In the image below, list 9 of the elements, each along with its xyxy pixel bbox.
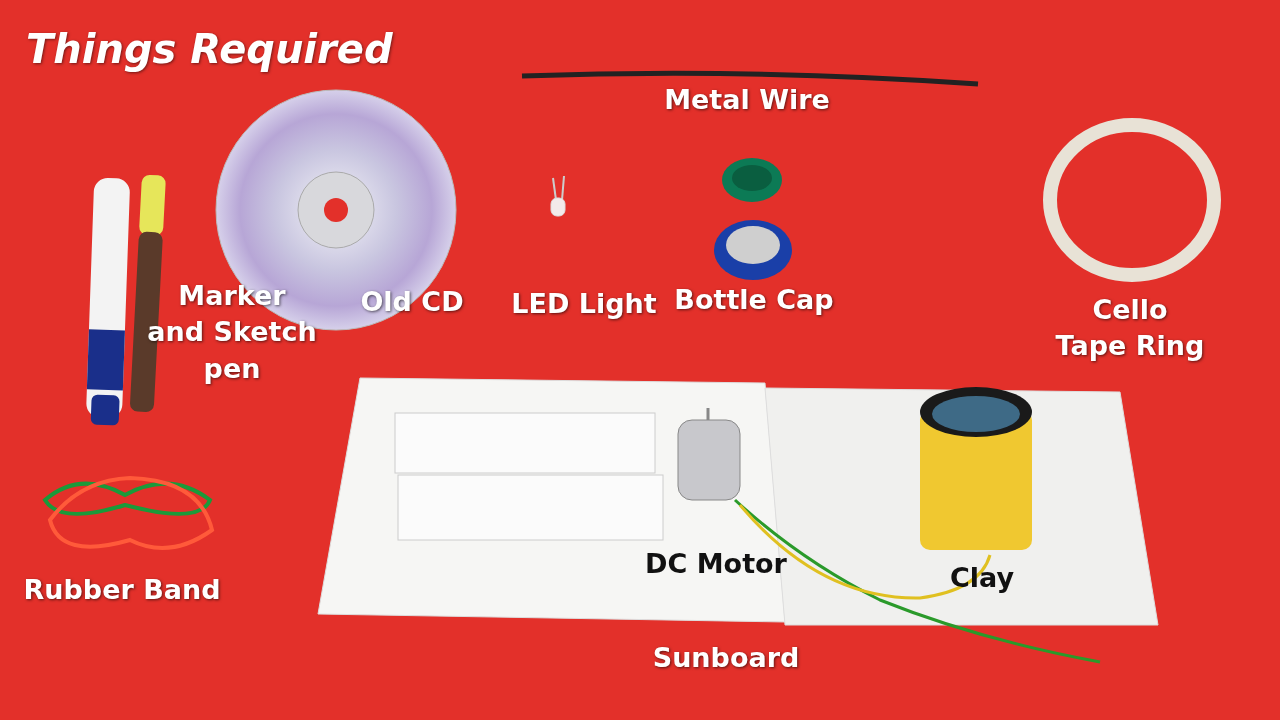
item-label: Old CD <box>360 285 464 319</box>
item-label: LED Light <box>511 287 657 321</box>
item-label: Sunboard <box>652 641 800 675</box>
item-label: Cello Tape Ring <box>1055 293 1205 364</box>
item-label: DC Motor <box>645 547 787 581</box>
item-label: Bottle Cap <box>674 283 834 317</box>
item-label: Rubber Band <box>23 573 221 607</box>
item-label: Metal Wire <box>664 83 830 117</box>
title: Things Required <box>26 26 393 72</box>
